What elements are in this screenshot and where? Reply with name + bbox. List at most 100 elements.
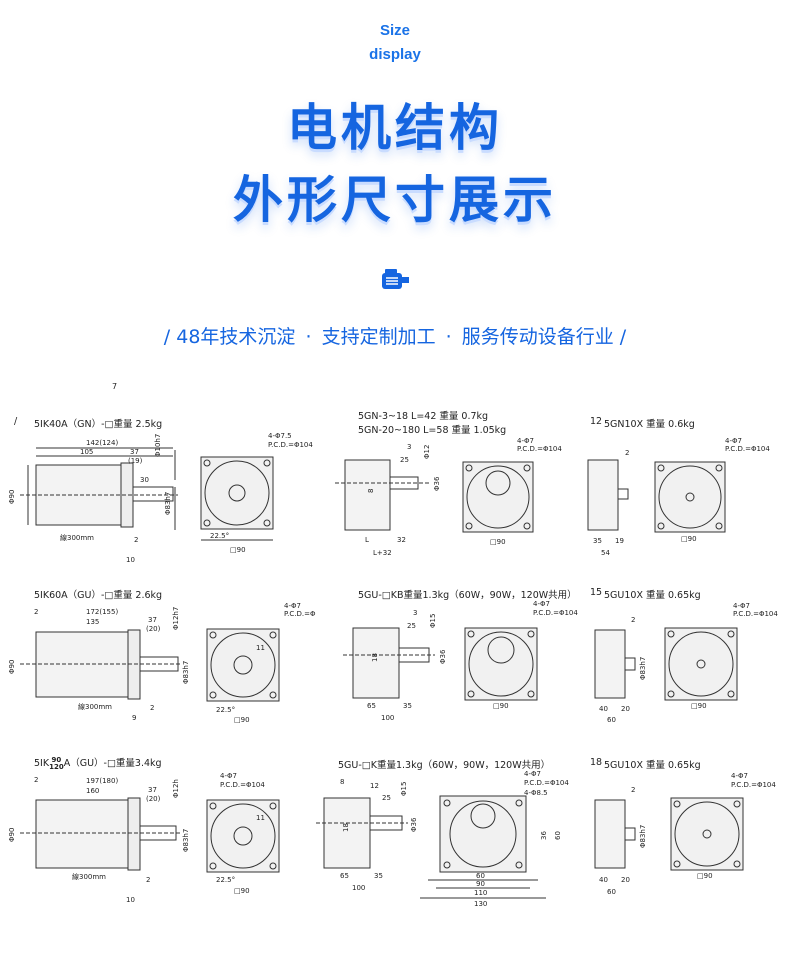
m6-dim-square: □90 — [691, 702, 707, 710]
m8-dim-phi15: Φ15 — [400, 782, 408, 796]
m3-dim-2: 2 — [625, 449, 629, 457]
stray-mark: 7 — [112, 382, 118, 391]
m8-dim-60v: 60 — [554, 831, 562, 840]
m2-dim-phi12: Φ12 — [423, 445, 431, 459]
title-line-1: 电机结构 — [287, 99, 503, 157]
m9-caption: 5GU10X 重量 0.65kg — [604, 760, 701, 771]
m7-caption-frac-bot: 120 — [49, 762, 64, 771]
m9-dim-20: 20 — [621, 876, 630, 884]
m7-dim-shaft2: (20) — [146, 795, 161, 803]
m7-dim-2b: 2 — [146, 876, 150, 884]
m7-dim-cable: 線300mm — [72, 872, 106, 881]
m5-dim-square: □90 — [493, 702, 509, 710]
m4-dim-2: 2 — [34, 608, 38, 616]
header-size-label: Size — [379, 22, 410, 39]
m7-dim-square: □90 — [234, 887, 250, 895]
m8-dim-100: 100 — [352, 884, 365, 892]
m5-dim-18: 18 — [371, 653, 379, 662]
m2-caption-2: 5GN-20~180 L=58 重量 1.05kg — [358, 425, 507, 436]
m9-dim-pcd: P.C.D.=Φ104 — [731, 781, 776, 789]
m2-dim-8: 8 — [367, 489, 375, 493]
m7-dim-body: 160 — [86, 787, 99, 795]
m1-dim-shaft: 37 — [130, 448, 139, 456]
m1-caption: 5IK40A（GN）-□重量 2.5kg — [34, 419, 163, 430]
m4-dim-length: 172(155) — [86, 608, 118, 616]
m3-dim-square: □90 — [681, 535, 697, 543]
m3-dim-pcd: P.C.D.=Φ104 — [725, 445, 770, 453]
m4-dim-2b: 2 — [150, 704, 154, 712]
m4-dim-angle: 22.5° — [216, 706, 235, 714]
m4-dim-pcd: P.C.D.=Φ — [284, 610, 316, 618]
m5-dim-35: 35 — [403, 702, 412, 710]
m7-caption-frac-top: 90 — [51, 755, 62, 764]
m2-dim-phi36: Φ36 — [433, 476, 441, 491]
m1-dim-2: 2 — [134, 536, 138, 544]
m7-dim-holes: 4-Φ7 — [220, 772, 237, 780]
m1-dim-square: □90 — [230, 546, 246, 554]
m2-dim-pcd: P.C.D.=Φ104 — [517, 445, 562, 453]
m8-drawing: 8 12 25 Φ15 18 Φ36 65 35 100 4-Φ7 P.C.D.… — [316, 770, 569, 908]
m3-dim-holes: 4-Φ7 — [725, 437, 742, 445]
m1-drawing: 142(124) 105 37 (19) Φ10h7 30 Φ83h7 Φ90 … — [8, 432, 313, 564]
m4-dim-phi83: Φ83h7 — [182, 661, 190, 684]
m4-dim-11: 11 — [256, 644, 265, 652]
m4-drawing: 2 172(155) 135 37 (20) Φ12h7 Φ83h7 Φ90 線… — [8, 602, 316, 724]
m6-dim-20: 20 — [621, 705, 630, 713]
m3-drawing: 2 35 19 54 4-Φ7 P.C.D.=Φ104 □90 — [587, 437, 770, 557]
m7-dim-phi83: Φ83h7 — [182, 829, 190, 852]
m5-dim-25: 25 — [407, 622, 416, 630]
m9-dim-holes: 4-Φ7 — [731, 772, 748, 780]
m1-dim-body: 105 — [80, 448, 93, 456]
m9-number: 18 — [590, 757, 603, 768]
m3-dim-35: 35 — [593, 537, 602, 545]
m5-dim-65: 65 — [367, 702, 376, 710]
motor-icon — [382, 269, 409, 289]
m3-number: 12 — [590, 416, 603, 427]
m9-drawing: 2 Φ83h7 40 20 60 4-Φ7 P.C.D.=Φ104 □90 — [594, 772, 776, 896]
m1-dim-pcd: P.C.D.=Φ104 — [268, 441, 313, 449]
m8-caption: 5GU-□K重量1.3kg（60W，90W，120W共用） — [338, 760, 551, 771]
m4-dim-cable: 線300mm — [78, 702, 112, 711]
m8-dim-phi36: Φ36 — [410, 817, 418, 832]
m4-dim-square: □90 — [234, 716, 250, 724]
m6-dim-40: 40 — [599, 705, 608, 713]
m7-dim-2: 2 — [34, 776, 38, 784]
m7-dim-10: 10 — [126, 896, 135, 904]
m5-dim-phi15: Φ15 — [429, 614, 437, 628]
m1-dim-length: 142(124) — [86, 439, 118, 447]
m4-dim-holes: 4-Φ7 — [284, 602, 301, 610]
m4-dim-body: 135 — [86, 618, 99, 626]
slogan-dot-1: · — [305, 326, 312, 348]
m3-dim-19: 19 — [615, 537, 624, 545]
m9-dim-phi83: Φ83h7 — [639, 825, 647, 848]
slogan-open: / — [163, 326, 171, 348]
m4-dim-phi12: Φ12h7 — [172, 607, 180, 630]
m1-dim-10: 10 — [126, 556, 135, 564]
m7-dim-shaft: 37 — [148, 786, 157, 794]
title-line-2: 外形尺寸展示 — [233, 171, 557, 229]
m7-dim-length: 197(180) — [86, 777, 118, 785]
m7-drawing: 2 197(180) 160 37 (20) Φ12h Φ83h7 Φ90 線3… — [8, 772, 280, 904]
m8-dim-8: 8 — [340, 778, 344, 786]
slogan-item-3: 服务传动设备行业 — [461, 326, 614, 348]
m9-dim-60: 60 — [607, 888, 616, 896]
header-display-label: display — [369, 46, 421, 63]
m3-dim-54: 54 — [601, 549, 610, 557]
m3-caption: 5GN10X 重量 0.6kg — [604, 419, 695, 430]
m8-dim-65: 65 — [340, 872, 349, 880]
m5-dim-3: 3 — [413, 609, 417, 617]
m1-dim-phi10: Φ10h7 — [154, 434, 162, 457]
m6-dim-2: 2 — [631, 616, 635, 624]
m6-dim-pcd: P.C.D.=Φ104 — [733, 610, 778, 618]
m9-dim-40: 40 — [599, 876, 608, 884]
m1-dim-angle: 22.5° — [210, 532, 229, 540]
m2-dim-square: □90 — [490, 538, 506, 546]
m9-dim-2: 2 — [631, 786, 635, 794]
m6-caption: 5GU10X 重量 0.65kg — [604, 590, 701, 601]
m8-dim-36: 36 — [540, 831, 548, 840]
m7-caption-prefix: 5IK — [34, 758, 50, 769]
m9-dim-square: □90 — [697, 872, 713, 880]
slogan-dot-2: · — [445, 326, 452, 348]
m2-dim-L: L — [365, 536, 369, 544]
